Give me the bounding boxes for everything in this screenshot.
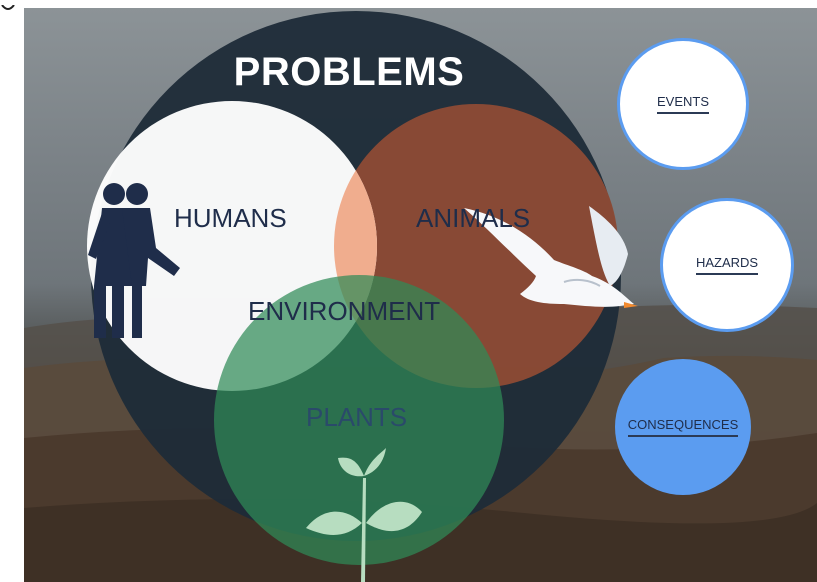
venn-diagram (87, 11, 638, 582)
plants-label: PLANTS (306, 402, 408, 432)
top-edge-artifact (0, 0, 24, 10)
plants-circle[interactable] (214, 275, 504, 565)
events-circle-button[interactable]: EVENTS (617, 38, 749, 170)
hazards-label: HAZARDS (695, 255, 759, 275)
consequences-circle-button[interactable]: CONSEQUENCES (615, 359, 751, 495)
slide-canvas: PROBLEMS HUMANS ANIMALS ENVIRONMENT PLAN… (24, 8, 817, 582)
problems-title: PROBLEMS (233, 50, 465, 94)
humans-label: HUMANS (174, 203, 287, 233)
sprout-icon (306, 448, 422, 582)
environment-label: ENVIRONMENT (248, 296, 441, 326)
consequences-label: CONSEQUENCES (627, 417, 739, 437)
people-icon (88, 183, 180, 338)
hazards-circle-button[interactable]: HAZARDS (660, 198, 794, 332)
events-label: EVENTS (656, 94, 709, 114)
seagull-icon (464, 206, 638, 308)
animals-label: ANIMALS (416, 203, 531, 233)
